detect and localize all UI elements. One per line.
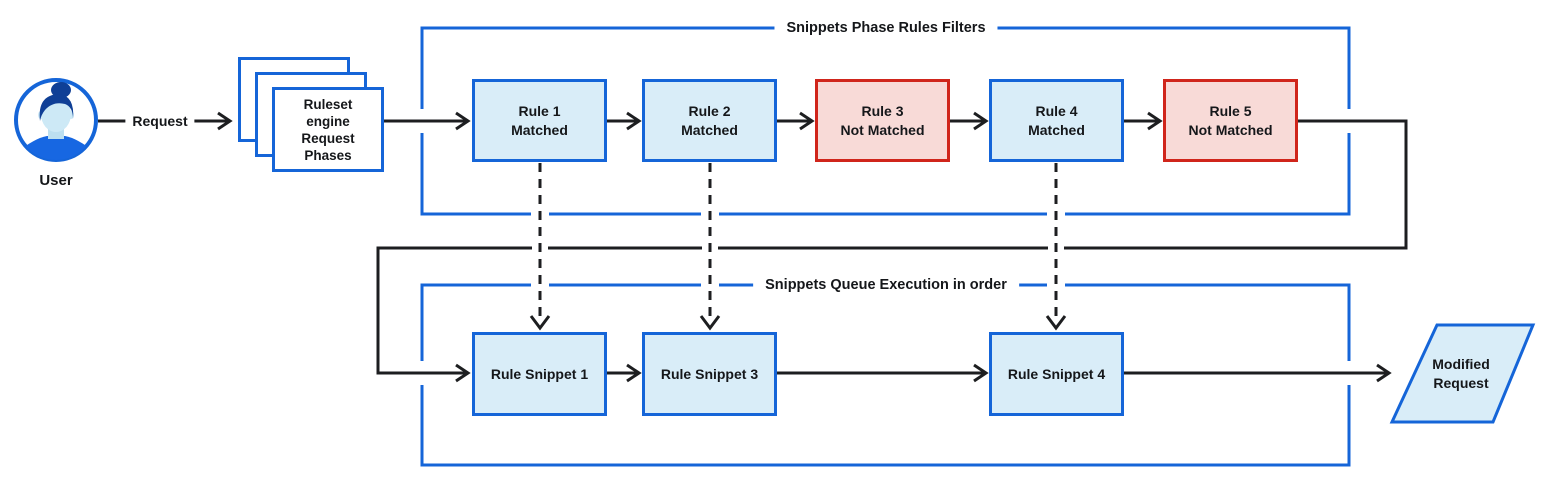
arrowhead-down <box>1045 315 1067 331</box>
arrowhead <box>455 111 471 131</box>
arrowhead-down <box>699 315 721 331</box>
arrowhead <box>1147 111 1163 131</box>
arrowhead <box>217 111 233 131</box>
rule-name: Rule 3 <box>861 102 904 119</box>
rule-3-box: Rule 3 Not Matched <box>815 79 950 162</box>
ruleset-stack-page-front: Ruleset engine Request Phases <box>272 87 384 172</box>
phase-filters-container-title: Snippets Phase Rules Filters <box>774 20 998 36</box>
rule-status: Matched <box>511 121 568 138</box>
arrowhead <box>626 111 642 131</box>
rule-snippet-4-box: Rule Snippet 4 <box>989 332 1124 416</box>
output-line: Modified <box>1432 356 1490 372</box>
ruleset-line: Request <box>301 130 355 146</box>
rule-name: Rule 1 <box>518 102 561 119</box>
rule-status: Matched <box>1028 121 1085 138</box>
rule-status: Not Matched <box>1188 121 1273 138</box>
edge-rules-to-queue <box>376 119 1408 375</box>
ruleset-line: engine <box>306 113 350 129</box>
output-line: Request <box>1433 375 1489 391</box>
arrowhead <box>626 363 642 383</box>
user-avatar-icon <box>14 78 98 162</box>
user-label: User <box>39 172 73 189</box>
arrowhead <box>973 111 989 131</box>
arrowhead <box>799 111 815 131</box>
rule-2-box: Rule 2 Matched <box>642 79 777 162</box>
modified-request-shape <box>1389 323 1536 424</box>
border-gap <box>531 278 549 291</box>
rule-4-box: Rule 4 Matched <box>989 79 1124 162</box>
snippet-label: Rule Snippet 1 <box>490 365 589 382</box>
border-gap <box>1047 278 1065 291</box>
queue-container-title: Snippets Queue Execution in order <box>753 277 1019 293</box>
rule-status: Matched <box>681 121 738 138</box>
rule-5-box: Rule 5 Not Matched <box>1163 79 1298 162</box>
request-edge-label: Request <box>125 113 195 129</box>
rule-name: Rule 2 <box>688 102 731 119</box>
rule-name: Rule 4 <box>1035 102 1078 119</box>
ruleset-line: Ruleset <box>303 96 353 112</box>
rule-1-box: Rule 1 Matched <box>472 79 607 162</box>
border-gap <box>701 278 719 291</box>
rule-name: Rule 5 <box>1209 102 1252 119</box>
arrowhead <box>455 363 471 383</box>
rule-snippet-1-box: Rule Snippet 1 <box>472 332 607 416</box>
rule-snippet-3-box: Rule Snippet 3 <box>642 332 777 416</box>
arrowhead <box>973 363 989 383</box>
arrowhead <box>1376 363 1392 383</box>
snippet-label: Rule Snippet 3 <box>660 365 759 382</box>
arrowhead-down <box>529 315 551 331</box>
modified-request-label: Modified Request <box>1432 355 1490 393</box>
ruleset-line: Phases <box>304 147 352 163</box>
snippet-label: Rule Snippet 4 <box>1007 365 1106 382</box>
rule-status: Not Matched <box>840 121 925 138</box>
